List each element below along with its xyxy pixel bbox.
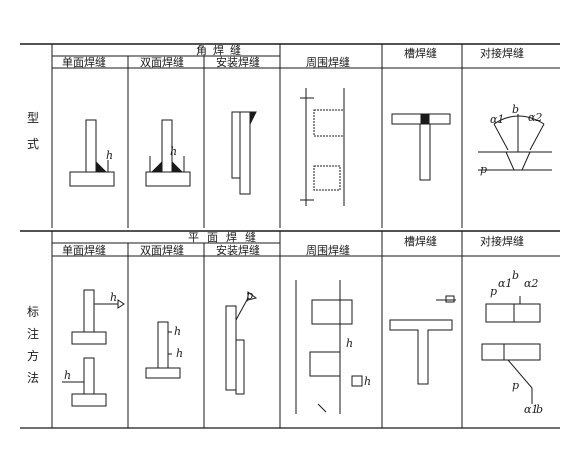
dim-p-top: p xyxy=(480,163,488,176)
dim-hf-single: h xyxy=(106,149,114,162)
fillet-group-header: 角焊缝 xyxy=(196,44,247,57)
dim-hf-double-b2: h xyxy=(176,347,184,360)
dim-b-butt-b2: b xyxy=(536,403,544,416)
dim-hf-double-b: h xyxy=(174,325,182,338)
col-header-site: 安装焊缝 xyxy=(216,56,260,69)
site-weld-notation xyxy=(225,291,258,395)
row-label-notation-2: 注 xyxy=(26,327,39,341)
dim-p-site: p xyxy=(246,289,254,302)
all-around-notation xyxy=(295,280,363,414)
planar-group-header: 平面焊缝 xyxy=(188,231,264,244)
dim-p-butt-b2: p xyxy=(512,379,520,392)
dim-b-butt-b: b xyxy=(512,269,520,282)
dim-a1-top: α1 xyxy=(490,113,505,126)
all-around-weld-diagram xyxy=(300,88,345,206)
dim-p-butt-b: p xyxy=(490,285,498,298)
double-fillet-diagram xyxy=(145,119,191,187)
slot-weld-notation xyxy=(389,295,456,385)
butt-weld-diagram xyxy=(478,114,552,171)
col-header-butt: 对接焊缝 xyxy=(480,47,524,60)
site-weld-diagram xyxy=(231,111,257,195)
col-header-double: 双面焊缝 xyxy=(140,56,184,69)
dim-a1-butt-b2: α1 xyxy=(524,403,539,416)
single-fillet-diagram xyxy=(69,119,115,187)
col-header-slot-b: 槽焊缝 xyxy=(404,235,437,248)
dim-a2-top: α2 xyxy=(528,111,543,124)
col-header-butt-b: 对接焊缝 xyxy=(480,235,524,248)
double-fillet-notation xyxy=(145,321,181,379)
dim-hf-double: h xyxy=(170,145,178,158)
dim-hf-around-2: h xyxy=(364,375,372,388)
slot-weld-diagram xyxy=(391,113,451,181)
dim-a1-butt-b: α1 xyxy=(498,277,513,290)
col-header-site-b: 安装焊缝 xyxy=(216,244,260,257)
row-label-notation-4: 法 xyxy=(26,371,39,385)
single-fillet-notation xyxy=(62,289,125,407)
dim-hf-around: h xyxy=(346,337,354,350)
col-header-single: 单面焊缝 xyxy=(62,56,106,69)
dim-hf-single-b2: h xyxy=(64,369,72,382)
col-header-single-b: 单面焊缝 xyxy=(62,244,106,257)
butt-weld-notation xyxy=(481,296,541,404)
row-label-notation-1: 标 xyxy=(26,305,39,319)
row-label-type-1: 型 xyxy=(26,111,39,125)
row-label-notation-3: 方 xyxy=(26,349,39,363)
col-header-slot: 槽焊缝 xyxy=(404,47,437,60)
dim-b-top: b xyxy=(512,103,520,116)
col-header-double-b: 双面焊缝 xyxy=(140,244,184,257)
dim-a2-butt-b: α2 xyxy=(524,277,539,290)
col-header-all-around-b: 周围焊缝 xyxy=(306,244,350,257)
row-label-type-2: 式 xyxy=(26,137,39,151)
dim-hf-single-b: h xyxy=(110,291,118,304)
col-header-all-around: 周围焊缝 xyxy=(306,56,350,69)
